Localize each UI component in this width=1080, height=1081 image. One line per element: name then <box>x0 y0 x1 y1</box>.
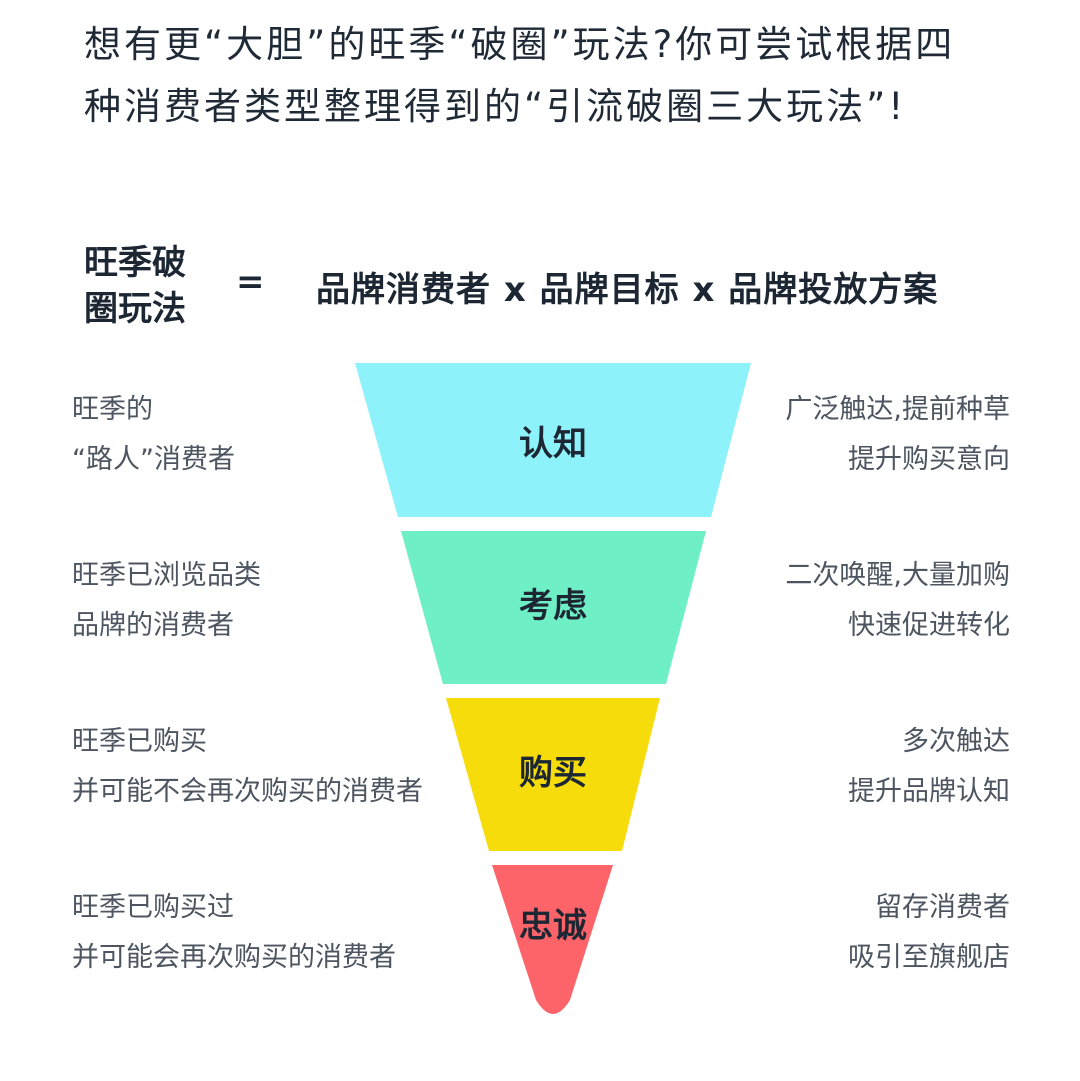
stage-label-purchase: 购买 <box>519 753 587 793</box>
strategy-desc-line-2: 快速促进转化 <box>848 610 1010 641</box>
strategy-desc-loyalty: 留存消费者 吸引至旗舰店 <box>848 883 1010 983</box>
strategy-desc-line-1: 多次触达 <box>902 726 1010 757</box>
formula-equals: = <box>236 262 265 302</box>
funnel-stage-loyalty <box>492 865 613 1014</box>
consumer-desc-line-1: 旺季已购买 <box>72 726 207 757</box>
strategy-desc-consideration: 二次唤醒,大量加购 快速促进转化 <box>785 551 1010 651</box>
stage-label-awareness: 认知 <box>519 424 587 464</box>
strategy-desc-line-2: 提升购买意向 <box>848 444 1010 475</box>
strategy-desc-line-2: 吸引至旗舰店 <box>848 942 1010 973</box>
consumer-desc-consideration: 旺季已浏览品类 品牌的消费者 <box>72 551 261 651</box>
formula-term-line-1: 旺季破 <box>84 243 186 283</box>
funnel-stage-consideration <box>401 531 706 684</box>
consumer-desc-line-1: 旺季已购买过 <box>72 892 234 923</box>
consumer-desc-purchase: 旺季已购买 并可能不会再次购买的消费者 <box>72 717 423 817</box>
strategy-desc-line-2: 提升品牌认知 <box>848 776 1010 807</box>
consumer-desc-line-2: 并可能不会再次购买的消费者 <box>72 776 423 807</box>
consumer-desc-line-1: 旺季的 <box>72 394 153 425</box>
consumer-desc-line-1: 旺季已浏览品类 <box>72 560 261 591</box>
strategy-desc-awareness: 广泛触达,提前种草 提升购买意向 <box>785 385 1010 485</box>
intro-line-2: 种消费者类型整理得到的“引流破圈三大玩法”! <box>84 85 907 128</box>
strategy-desc-line-1: 留存消费者 <box>875 892 1010 923</box>
consumer-desc-loyalty: 旺季已购买过 并可能会再次购买的消费者 <box>72 883 396 983</box>
intro-line-1: 想有更“大胆”的旺季“破圈”玩法?你可尝试根据四 <box>84 23 956 66</box>
consumer-desc-line-2: 并可能会再次购买的消费者 <box>72 942 396 973</box>
intro-text: 想有更“大胆”的旺季“破圈”玩法?你可尝试根据四 种消费者类型整理得到的“引流破… <box>84 14 1044 138</box>
formula-expression: 品牌消费者 x 品牌目标 x 品牌投放方案 <box>316 270 939 310</box>
stage-label-consideration: 考虑 <box>519 586 587 626</box>
strategy-desc-purchase: 多次触达 提升品牌认知 <box>848 717 1010 817</box>
strategy-desc-line-1: 广泛触达,提前种草 <box>785 394 1010 425</box>
formula-term-line-2: 圈玩法 <box>84 289 186 329</box>
consumer-desc-line-2: “路人”消费者 <box>72 444 235 475</box>
consumer-desc-awareness: 旺季的 “路人”消费者 <box>72 385 235 485</box>
consumer-desc-line-2: 品牌的消费者 <box>72 610 234 641</box>
formula-term: 旺季破 圈玩法 <box>84 240 224 332</box>
funnel-stage-purchase <box>446 698 660 851</box>
stage-label-loyalty: 忠诚 <box>519 906 587 946</box>
funnel-stage-awareness <box>355 363 751 517</box>
strategy-desc-line-1: 二次唤醒,大量加购 <box>785 560 1010 591</box>
